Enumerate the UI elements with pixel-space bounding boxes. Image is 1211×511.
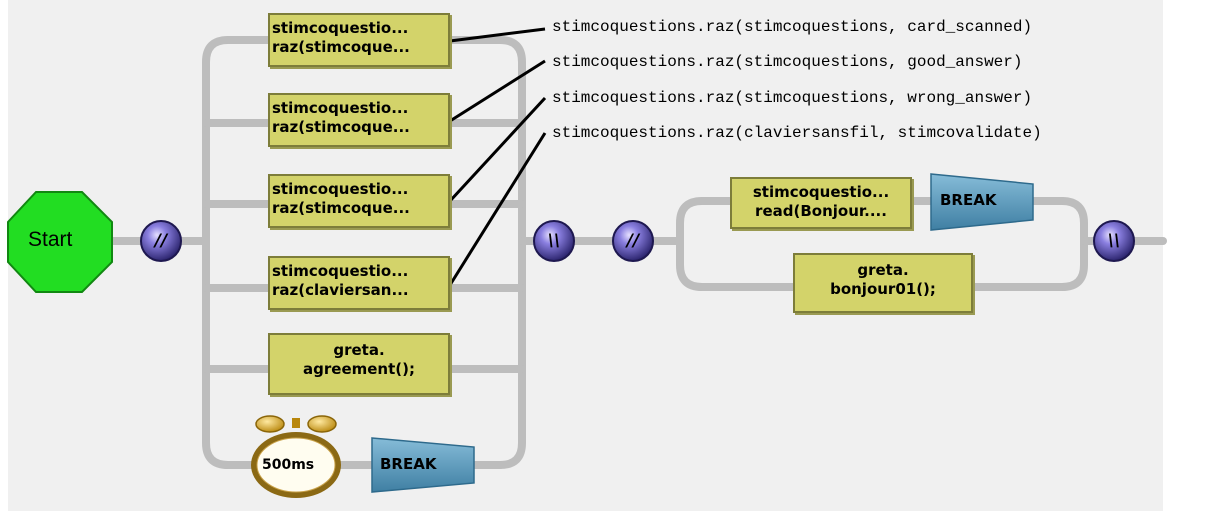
node-line-1: stimcoquestio... xyxy=(752,183,890,201)
par2-action-node-2[interactable]: greta. bonjour01(); xyxy=(793,253,973,313)
node-line-2: raz(stimcoque... xyxy=(272,38,410,56)
callout-line-1 xyxy=(449,27,546,43)
par1-action-node-1[interactable]: stimcoquestio... raz(stimcoque... xyxy=(268,13,450,67)
fork-operator-2-glyph[interactable]: // xyxy=(626,231,640,251)
node-line-1: greta. xyxy=(333,341,385,359)
break-2-label[interactable]: BREAK xyxy=(940,191,997,209)
node-line-1: greta. xyxy=(857,261,909,279)
node-line-1: stimcoquestio... xyxy=(272,262,409,280)
callout-lines xyxy=(448,27,547,286)
callout-text-4: stimcoquestions.raz(claviersansfil, stim… xyxy=(552,124,1042,142)
node-line-2: raz(claviersan... xyxy=(272,281,409,299)
par1-right-bus xyxy=(496,36,526,469)
callout-line-3 xyxy=(448,96,547,203)
node-line-2: raz(stimcoque... xyxy=(272,199,410,217)
par1-action-node-3[interactable]: stimcoquestio... raz(stimcoque... xyxy=(268,174,450,228)
par1-left-bus xyxy=(202,36,232,469)
node-line-2: raz(stimcoque... xyxy=(272,118,410,136)
node-line-2: bonjour01(); xyxy=(830,280,936,298)
node-line-1: stimcoquestio... xyxy=(272,19,409,37)
par1-action-node-4[interactable]: stimcoquestio... raz(claviersan... xyxy=(268,256,450,310)
join-operator-1 xyxy=(533,220,575,262)
join-operator-2-glyph[interactable]: \\ xyxy=(1107,231,1121,251)
break-shape-1 xyxy=(371,437,475,493)
callout-text-1: stimcoquestions.raz(stimcoquestions, car… xyxy=(552,18,1033,36)
join-operator-1-glyph[interactable]: \\ xyxy=(547,231,561,251)
par1-action-node-2[interactable]: stimcoquestio... raz(stimcoque... xyxy=(268,93,450,147)
join-operator-2 xyxy=(1093,220,1135,262)
par2-left-bus xyxy=(676,197,706,291)
node-line-1: stimcoquestio... xyxy=(272,99,409,117)
par2-action-node-1[interactable]: stimcoquestio... read(Bonjour.... xyxy=(730,177,912,229)
start-node-label: Start xyxy=(28,228,73,251)
node-line-2: agreement(); xyxy=(303,360,415,378)
fork-operator-1-glyph[interactable]: // xyxy=(154,231,168,251)
break-1-label[interactable]: BREAK xyxy=(380,455,437,473)
fork-operator-2 xyxy=(612,220,654,262)
callout-text-3: stimcoquestions.raz(stimcoquestions, wro… xyxy=(552,89,1033,107)
node-line-2: read(Bonjour.... xyxy=(755,202,887,220)
fork-operator-1 xyxy=(140,220,182,262)
callout-line-4 xyxy=(448,132,547,286)
callout-line-2 xyxy=(449,59,546,123)
break-shape-2 xyxy=(930,173,1034,231)
node-line-1: stimcoquestio... xyxy=(272,180,409,198)
timer-icon xyxy=(251,415,341,498)
timer-label[interactable]: 500ms xyxy=(262,457,315,473)
par2-right-bus xyxy=(1058,197,1088,291)
par1-action-node-5[interactable]: greta. agreement(); xyxy=(268,333,450,395)
start-octagon xyxy=(7,191,113,293)
callout-text-2: stimcoquestions.raz(stimcoquestions, goo… xyxy=(552,53,1023,71)
